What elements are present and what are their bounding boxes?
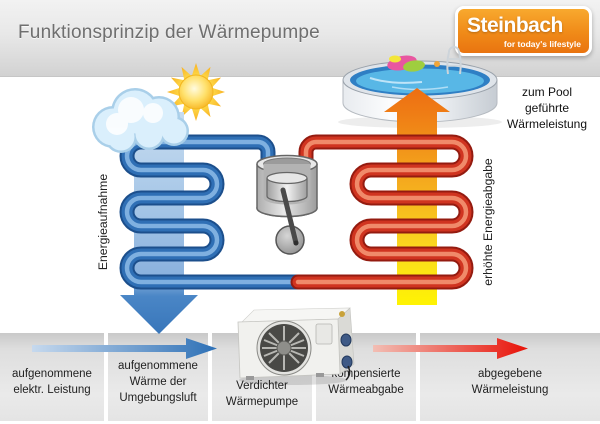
- bottom-panel-output-heat: abgegebene Wärmeleistung: [420, 333, 600, 421]
- pool-heat-label-line: zum Pool: [521, 85, 573, 99]
- panel-label: aufgenommene Wärme der Umgebungsluft: [108, 359, 208, 407]
- panel-label-line: aufgenommene: [12, 368, 92, 380]
- panel-label-line: Umgebungsluft: [119, 391, 197, 404]
- panel-label: abgegebene Wärmeleistung: [420, 367, 600, 399]
- panel-label-line: elektr. Leistung: [13, 383, 91, 396]
- pool-heat-label-line: geführte: [524, 101, 570, 116]
- panel-label-line: aufgenommene: [118, 360, 198, 372]
- panel-label-line: Verdichter: [236, 380, 288, 392]
- energy-intake-label: Energieaufnahme: [96, 173, 110, 271]
- hot-pipe-coil: [290, 134, 474, 290]
- logo-tagline-text: for today's lifestyle: [503, 39, 581, 49]
- steinbach-logo: Steinbach for today's lifestyle: [455, 6, 592, 56]
- energy-output-label: erhöhte Energieabgabe: [481, 158, 495, 286]
- pool-heat-label: zum Pool geführte Wärmeleistung: [497, 84, 597, 133]
- panel-label-line: Wärme der: [129, 375, 187, 388]
- bottom-panel-ambient-heat: aufgenommene Wärme der Umgebungsluft: [108, 333, 208, 421]
- pool-heat-label-line: Wärmeleistung: [506, 117, 588, 132]
- panel-label-line: Wärmepumpe: [225, 395, 299, 408]
- bottom-panel-compensated-heat: kompensierte Wärmeabgabe: [316, 333, 416, 421]
- compressor-piston-illustration: [256, 154, 318, 255]
- logo-brand-text: Steinbach: [467, 14, 563, 37]
- panel-label-line: abgegebene: [478, 368, 542, 380]
- panel-label: aufgenommene elektr. Leistung: [0, 367, 104, 399]
- panel-label: Verdichter Wärmepumpe: [212, 379, 312, 411]
- panel-label-line: kompensierte: [331, 368, 401, 380]
- bottom-panel-electric-power: aufgenommene elektr. Leistung: [0, 333, 104, 421]
- energy-output-up-arrow: [384, 88, 450, 305]
- panel-label: kompensierte Wärmeabgabe: [316, 367, 416, 399]
- cold-pipe-coil: [119, 134, 306, 290]
- panel-label-line: Wärmeabgabe: [328, 383, 404, 396]
- bottom-panel-compressor: Verdichter Wärmepumpe: [212, 333, 312, 421]
- page-title: Funktionsprinzip der Wärmepumpe: [18, 22, 320, 43]
- panel-label-line: Wärmeleistung: [471, 383, 549, 396]
- energy-intake-down-arrow: [120, 112, 198, 334]
